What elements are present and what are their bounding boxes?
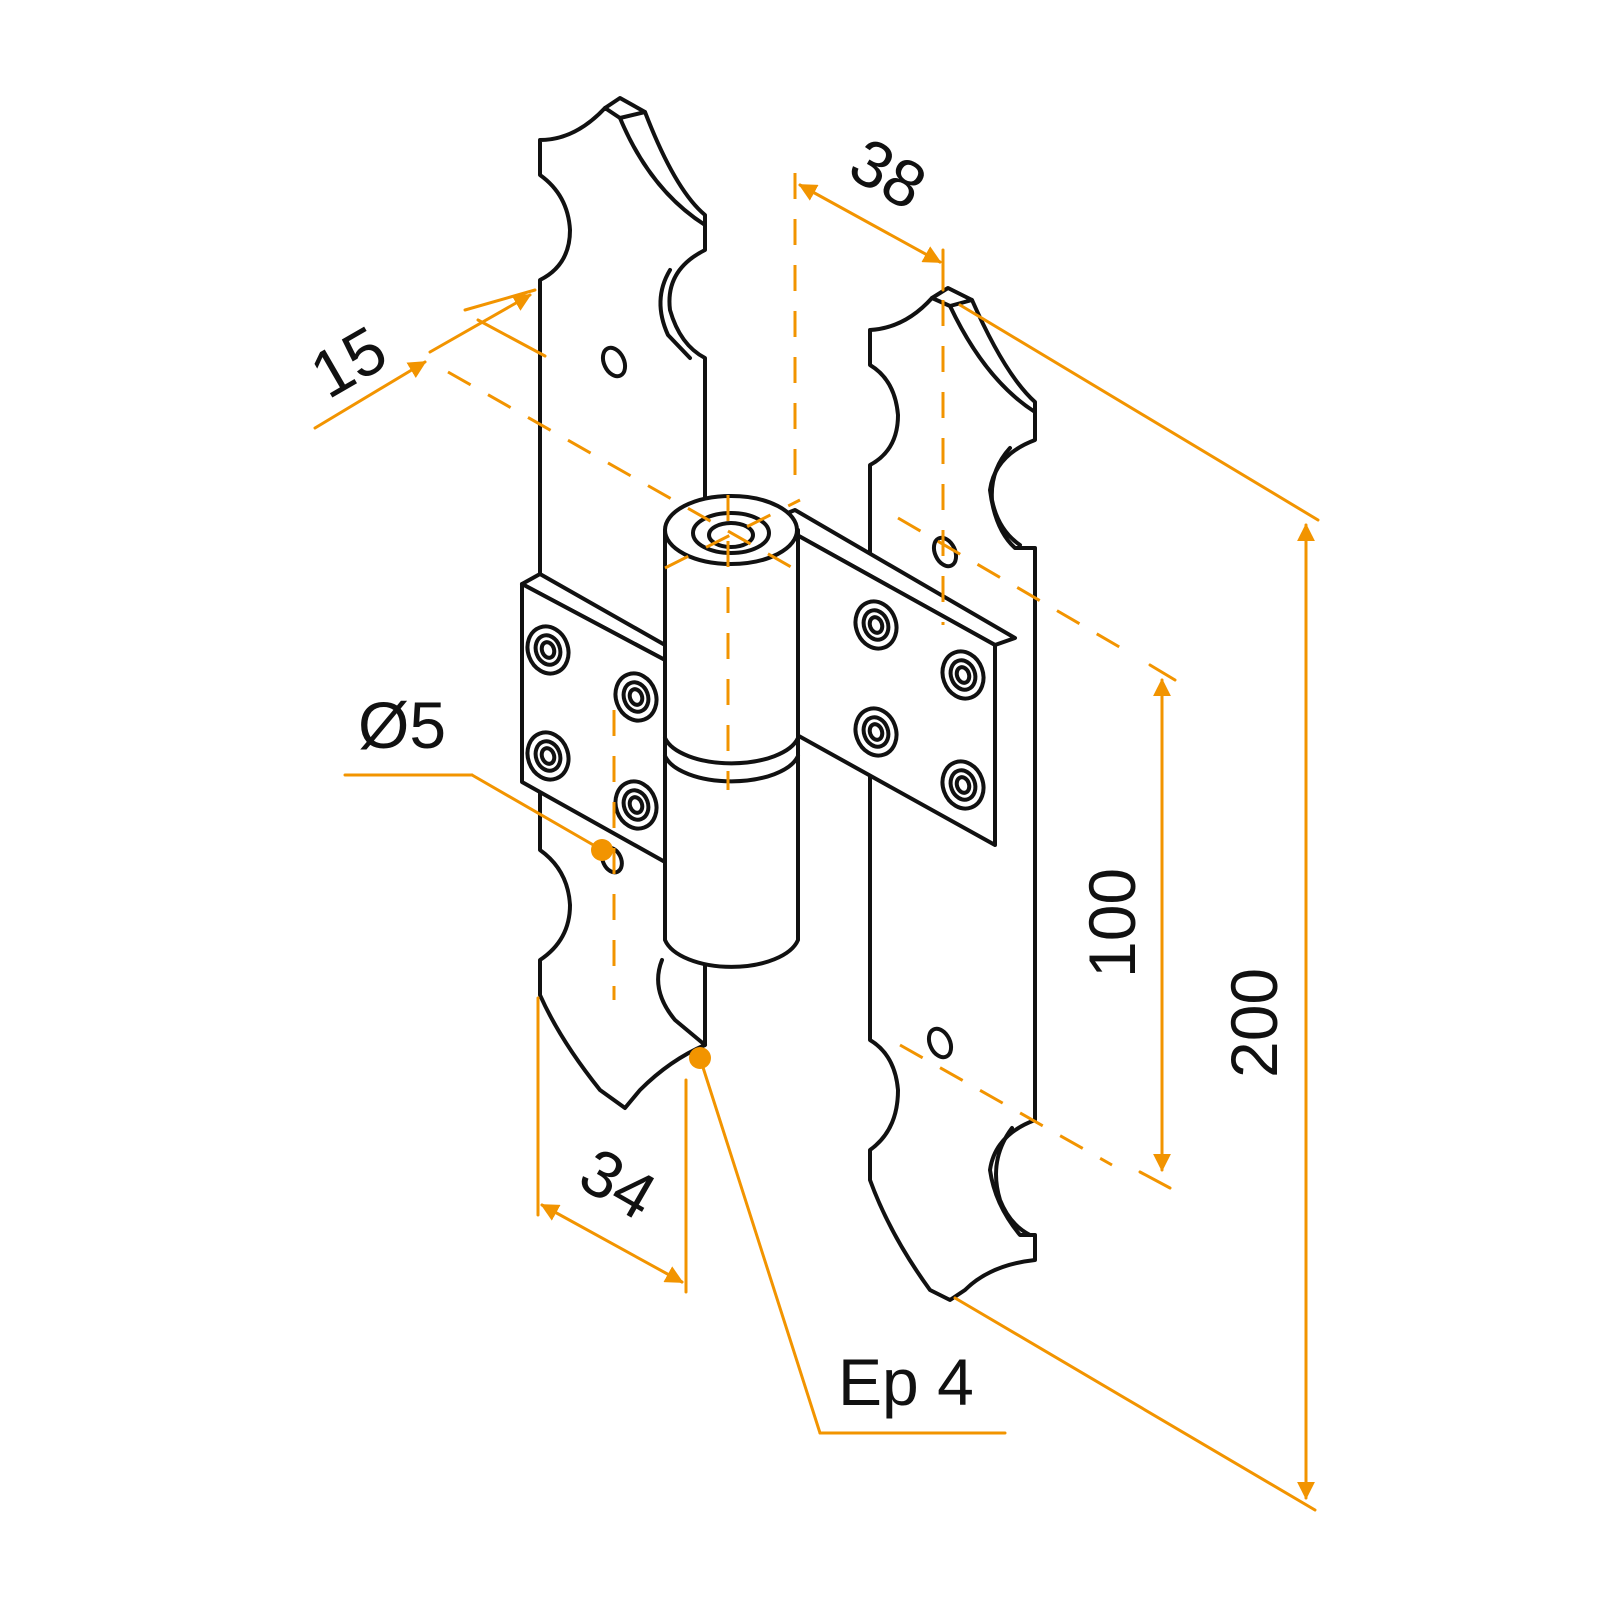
dim-hole-leader-d xyxy=(470,773,604,852)
left-leaf-bottom-notch xyxy=(656,958,707,1047)
dim-100-tick-bottom xyxy=(1138,1170,1172,1190)
right-leaf-notch xyxy=(989,446,1022,547)
dim-38-label: 38 xyxy=(838,123,939,224)
dim-100-tick-top xyxy=(1148,663,1177,682)
left-leaf-hole-top xyxy=(600,345,628,379)
dim-15-ext-2 xyxy=(476,318,547,358)
dim-200-ext-top xyxy=(958,303,1320,522)
barrel-top-bore-outer xyxy=(691,511,771,555)
dim-38-line xyxy=(798,183,942,264)
left-mount-plate xyxy=(520,572,667,875)
left-leaf-top-bevel xyxy=(603,96,707,227)
right-leaf-hole-bottom xyxy=(926,1026,954,1060)
right-cross-axis-bottom xyxy=(899,1043,1113,1167)
barrel-top-bore-inner xyxy=(707,521,755,549)
barrel-cross-axis-line xyxy=(664,498,801,570)
dimensions: 15 38 Ø5 34 100 200 Ep 4 xyxy=(298,123,1320,1512)
dim-200-label: 200 xyxy=(1217,968,1291,1078)
dim-15-line-a xyxy=(313,360,427,430)
dim-15-ext-1 xyxy=(463,288,537,312)
top-cross-axis-line xyxy=(447,370,801,574)
dim-hole-leader-dot xyxy=(591,839,613,861)
dim-thickness-leader-d xyxy=(698,1056,822,1435)
left-mount-screws xyxy=(525,624,659,831)
dim-34-label: 34 xyxy=(568,1133,669,1234)
dim-200-ext-bottom xyxy=(953,1296,1317,1512)
barrel-joint-ring xyxy=(663,736,800,784)
dim-thickness-label: Ep 4 xyxy=(838,1345,974,1419)
hinge-barrel xyxy=(663,494,800,969)
right-mount-screws xyxy=(853,599,986,811)
dim-15-label: 15 xyxy=(298,311,399,412)
dim-15-line-b xyxy=(428,293,532,354)
right-mount-plate xyxy=(768,508,1017,847)
left-leaf-notch xyxy=(658,268,692,360)
barrel-body xyxy=(663,528,800,969)
right-leaf-hole-top xyxy=(931,535,959,569)
right-leaf-bottom-notch xyxy=(994,1126,1032,1237)
dim-100-label: 100 xyxy=(1075,868,1149,978)
dim-34-line xyxy=(540,1203,684,1284)
dim-hole-label: Ø5 xyxy=(358,688,446,762)
